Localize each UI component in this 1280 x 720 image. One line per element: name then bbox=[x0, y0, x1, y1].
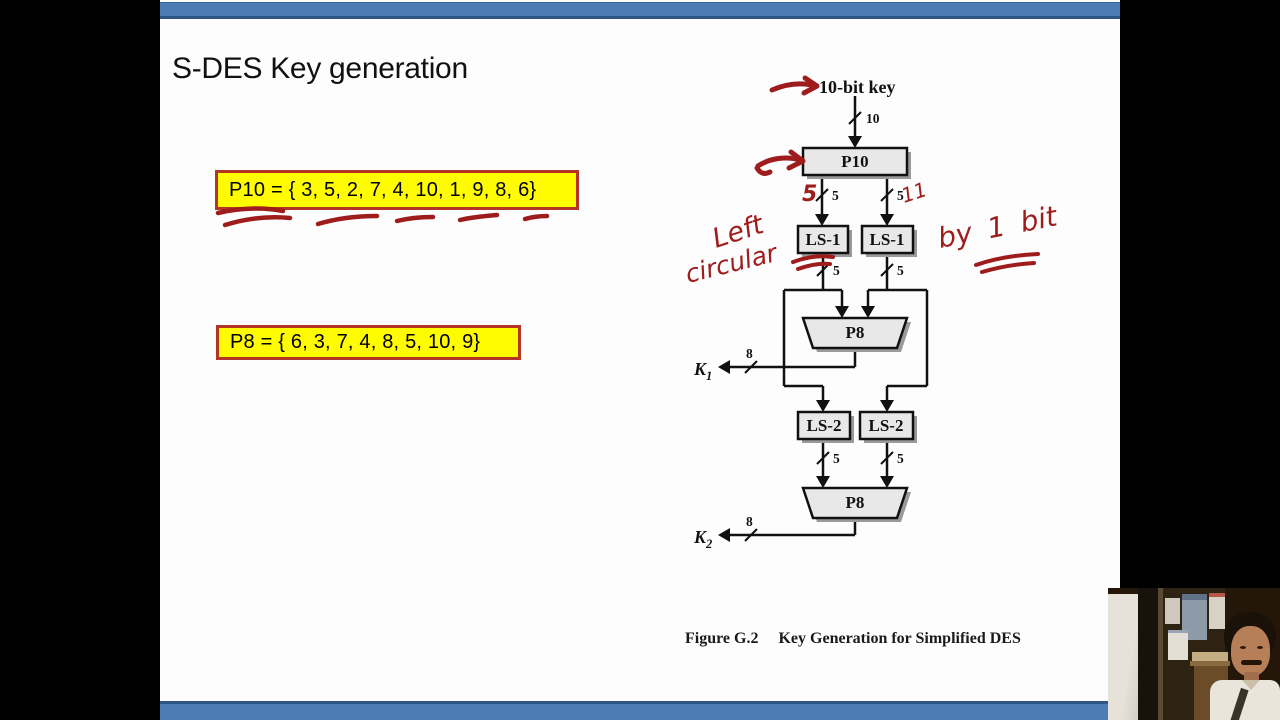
ls1-right-node bbox=[860, 224, 915, 255]
k2-base: K bbox=[693, 527, 708, 547]
p8-top-node bbox=[801, 316, 909, 350]
p10-permutation-text: P10 = { 3, 5, 2, 7, 4, 10, 1, 9, 8, 6} bbox=[229, 178, 537, 201]
ls2-right-label: LS-2 bbox=[869, 416, 904, 435]
instructor-eye-right bbox=[1257, 646, 1263, 649]
bus-5-label: 5 bbox=[833, 451, 840, 466]
bus-8-label: 8 bbox=[746, 514, 753, 529]
instructor-webcam-overlay bbox=[1108, 588, 1280, 720]
k1-subscript: 1 bbox=[706, 369, 712, 383]
figure-caption-title: Key Generation for Simplified DES bbox=[778, 630, 1021, 647]
bottom-blue-bar bbox=[160, 701, 1120, 720]
paper-stack bbox=[1192, 652, 1228, 661]
bus-slash-marks bbox=[744, 111, 894, 542]
p8-bottom-node bbox=[801, 486, 909, 520]
bus-8-label: 8 bbox=[746, 346, 753, 361]
bus-5-label: 5 bbox=[897, 263, 904, 278]
presentation-slide: S-DES Key generation P10 = { 3, 5, 2, 7,… bbox=[160, 0, 1120, 720]
door-frame bbox=[1138, 588, 1160, 720]
instructor-mustache bbox=[1241, 660, 1262, 665]
ls1-left-label: LS-1 bbox=[806, 230, 841, 249]
ink-bit-underline-1 bbox=[974, 252, 1040, 267]
input-key-label: 10-bit key bbox=[819, 77, 896, 97]
p10-node bbox=[801, 146, 909, 177]
bus-10-label: 10 bbox=[866, 111, 880, 126]
ls2-right-node bbox=[858, 410, 915, 441]
instructor-collar bbox=[1242, 680, 1260, 690]
wall-calendar bbox=[1168, 630, 1188, 660]
p10-permutation-highlight: P10 = { 3, 5, 2, 7, 4, 10, 1, 9, 8, 6} bbox=[215, 170, 579, 210]
p10-node-label: P10 bbox=[841, 152, 868, 171]
figure-caption: Figure G.2 Key Generation for Simplified … bbox=[685, 630, 1021, 648]
k1-output-label: K1 bbox=[693, 359, 712, 383]
ink-arrowhead-2 bbox=[786, 149, 806, 171]
pinned-paper bbox=[1165, 598, 1180, 624]
ls1-left-node bbox=[796, 224, 850, 255]
instructor-eye-left bbox=[1240, 646, 1246, 649]
k1-base: K bbox=[693, 359, 708, 379]
ink-arrowhead-1 bbox=[801, 75, 820, 96]
door-edge bbox=[1158, 588, 1163, 720]
key-generation-diagram: 10-bit key 10 P10 5 5 LS-1 LS-1 5 5 P8 8… bbox=[682, 75, 1061, 551]
bus-5-label: 5 bbox=[897, 188, 904, 203]
red-underline-dashes bbox=[215, 206, 550, 228]
underline-strokes bbox=[215, 206, 550, 228]
red-ink-annotations: 5 11 Left circular by 1 bit bbox=[682, 75, 1061, 289]
slide-title: S-DES Key generation bbox=[172, 52, 468, 85]
ls1-right-label: LS-1 bbox=[870, 230, 905, 249]
ink-eleven: 11 bbox=[898, 177, 930, 208]
k2-subscript: 2 bbox=[705, 537, 712, 551]
diagram-arrowheads bbox=[718, 136, 894, 542]
bus-5-label: 5 bbox=[833, 263, 840, 278]
ink-by-1-bit: by 1 bit bbox=[935, 199, 1061, 255]
instructor-face bbox=[1231, 626, 1270, 676]
top-blue-bar bbox=[160, 2, 1120, 19]
ls2-left-node bbox=[796, 410, 852, 441]
ink-arrow-tail-curl bbox=[754, 165, 773, 176]
newspaper bbox=[1209, 593, 1225, 629]
curtain bbox=[1108, 594, 1142, 720]
bus-5-label: 5 bbox=[897, 451, 904, 466]
p8-top-label: P8 bbox=[846, 323, 865, 342]
k2-output-label: K2 bbox=[693, 527, 712, 551]
ink-bit-underline-2 bbox=[980, 261, 1036, 274]
ink-ls1-underline-2 bbox=[796, 261, 832, 271]
shelf bbox=[1190, 661, 1230, 666]
figure-caption-number: Figure G.2 bbox=[685, 630, 759, 647]
p8-permutation-text: P8 = { 6, 3, 7, 4, 8, 5, 10, 9} bbox=[230, 331, 481, 353]
bus-5-label: 5 bbox=[832, 188, 839, 203]
p8-permutation-highlight: P8 = { 6, 3, 7, 4, 8, 5, 10, 9} bbox=[216, 325, 521, 360]
p8-bottom-label: P8 bbox=[846, 493, 865, 512]
ls2-left-label: LS-2 bbox=[807, 416, 842, 435]
ink-five: 5 bbox=[802, 182, 817, 207]
ink-ls1-underline-1 bbox=[791, 254, 835, 264]
